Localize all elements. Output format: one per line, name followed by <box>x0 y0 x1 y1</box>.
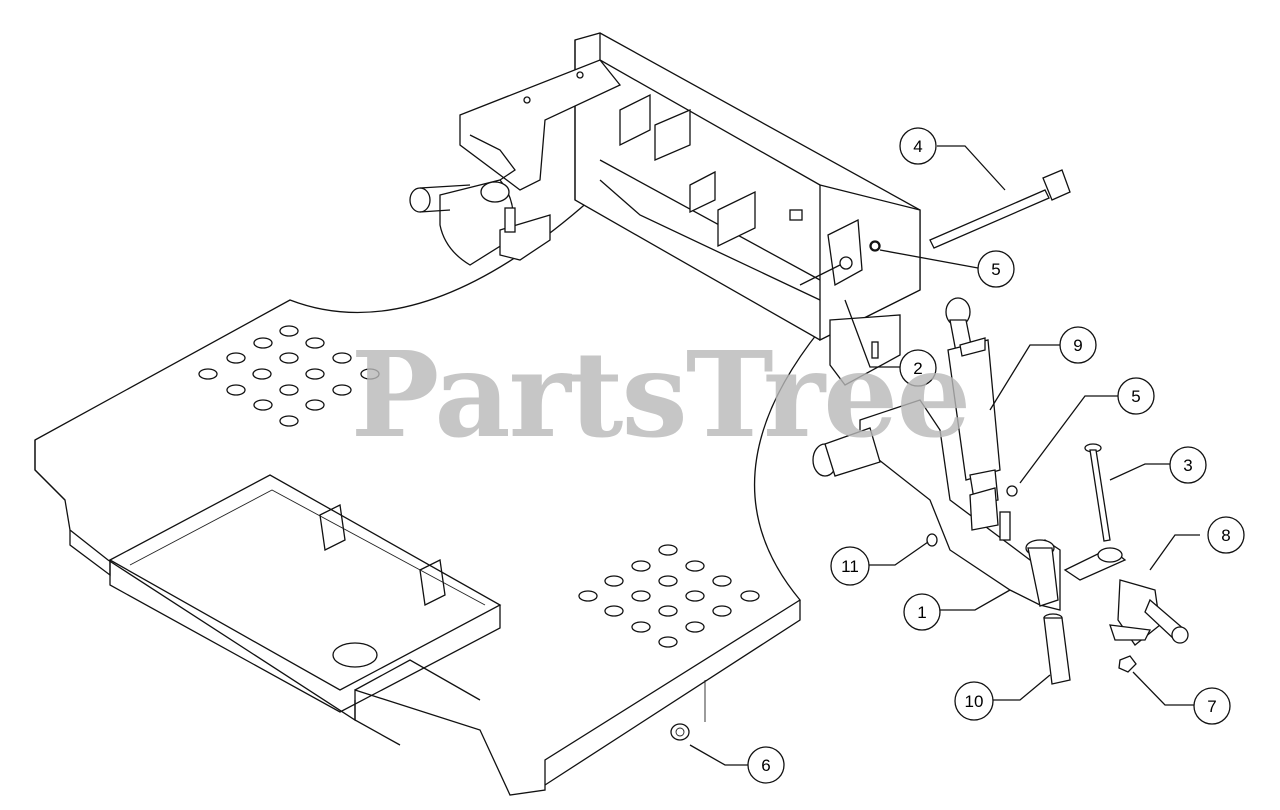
callout-1-label: 1 <box>917 603 926 622</box>
callout-7: 7 <box>1193 687 1231 725</box>
part-7-nut <box>1118 655 1137 673</box>
part-5-washer-upper <box>870 241 880 251</box>
leader-lines <box>689 145 1200 766</box>
part-6-nut <box>670 680 706 741</box>
part-9-cylinder <box>945 297 1001 506</box>
callout-8-label: 8 <box>1221 526 1230 545</box>
frame-deck-plate <box>34 199 821 796</box>
callout-7-label: 7 <box>1207 697 1216 716</box>
hole-pattern-right <box>578 544 760 648</box>
callout-9-label: 9 <box>1073 336 1082 355</box>
part-1-axle-arm <box>812 399 1061 611</box>
callout-6-label: 6 <box>761 756 770 775</box>
left-pivot-assembly <box>409 179 551 266</box>
hole-pattern-left <box>198 325 380 427</box>
callout-11: 11 <box>830 546 870 586</box>
floor-plate <box>108 474 502 713</box>
callout-5-upper-label: 5 <box>991 260 1000 279</box>
callout-6: 6 <box>747 746 785 784</box>
callout-10-label: 10 <box>965 692 984 711</box>
callout-1: 1 <box>903 593 941 631</box>
callout-5-upper: 5 <box>977 250 1015 288</box>
part-5-washer-lower <box>1006 485 1018 497</box>
lower-bracket <box>829 314 901 386</box>
callout-8: 8 <box>1207 516 1245 554</box>
callout-5-lower: 5 <box>1117 377 1155 415</box>
part-3-pin <box>1084 443 1111 542</box>
part-10-sleeve <box>1043 613 1071 685</box>
callout-3: 3 <box>1169 446 1207 484</box>
callout-5-lower-label: 5 <box>1131 387 1140 406</box>
part-11-spacer <box>926 533 938 547</box>
part-4-bolt <box>929 169 1071 249</box>
callout-4: 4 <box>899 127 937 165</box>
callout-2-label: 2 <box>913 359 922 378</box>
rear-left-bracket <box>459 59 622 191</box>
callout-9: 9 <box>1059 326 1097 364</box>
callout-4-label: 4 <box>913 137 922 156</box>
callout-11-label: 11 <box>841 557 859 576</box>
callout-2: 2 <box>899 349 937 387</box>
part-8-spindle <box>1063 547 1189 646</box>
callout-3-label: 3 <box>1183 456 1192 475</box>
callout-10: 10 <box>954 681 994 721</box>
